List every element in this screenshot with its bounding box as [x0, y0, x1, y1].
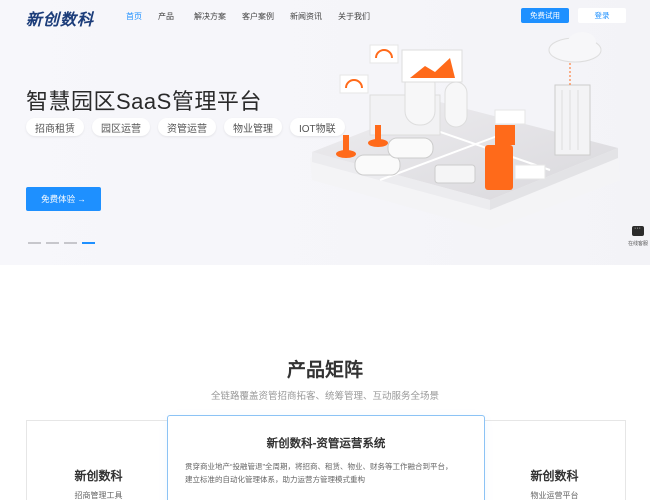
carousel-dot[interactable]: [64, 242, 77, 244]
nav-item-home[interactable]: 首页: [126, 11, 142, 21]
nav-item-news[interactable]: 新闻资讯: [290, 11, 322, 21]
nav-item-about[interactable]: 关于我们: [338, 11, 370, 21]
card-title: 新创数科: [74, 469, 123, 483]
free-experience-button[interactable]: 免费体验 →: [26, 187, 101, 211]
top-header: 新创数科 首页 产品 解决方案 客户案例 新闻资讯 关于我们 免费试用 登录: [0, 0, 650, 32]
carousel-indicators: [28, 242, 100, 244]
section-subtitle: 全链路覆盖资管招商拓客、统筹管理、互动服务全场景: [210, 391, 439, 402]
logo[interactable]: 新创数科: [26, 12, 95, 29]
isometric-park-icon: [310, 32, 620, 230]
card-title: 新创数科-资管运营系统: [266, 438, 386, 450]
nav-item-cases[interactable]: 客户案例: [242, 11, 274, 21]
free-trial-button[interactable]: 免费试用: [521, 8, 569, 23]
online-service-widget[interactable]: 在线客服: [626, 225, 650, 247]
card-subtitle: 物业运营平台: [530, 491, 579, 500]
hero-title: 智慧园区SaaS管理平台: [26, 89, 262, 114]
chat-bubble-icon: [632, 225, 644, 236]
tag-iot[interactable]: IOT物联: [290, 118, 345, 136]
main-nav: 首页 产品 解决方案 客户案例 新闻资讯 关于我们: [118, 0, 378, 32]
tag-park-ops[interactable]: 园区运营: [92, 118, 150, 136]
card-subtitle: 招商管理工具: [74, 491, 123, 500]
product-card-property[interactable]: 新创数科 物业运营平台: [483, 420, 626, 500]
carousel-dot[interactable]: [46, 242, 59, 244]
feature-tags: 招商租赁 园区运营 资管运营 物业管理 IOT物联: [26, 118, 353, 136]
smart-park-illustration: [300, 30, 625, 260]
nav-item-solutions[interactable]: 解决方案: [194, 11, 226, 21]
product-card-asset-ops[interactable]: 新创数科-资管运营系统 贯穿商业地产“投融管退”全周期，将招商、租赁、物业、财务…: [167, 415, 485, 500]
tag-property[interactable]: 物业管理: [224, 118, 282, 136]
product-card-leasing[interactable]: 新创数科 招商管理工具: [26, 420, 171, 500]
online-service-label: 在线客服: [627, 241, 648, 247]
card-title: 新创数科: [530, 469, 579, 483]
section-title: 产品矩阵: [286, 360, 363, 381]
card-description: 贯穿商业地产“投融管退”全周期，将招商、租赁、物业、财务等工作融合到平台，建立标…: [185, 462, 453, 484]
nav-item-products[interactable]: 产品: [158, 11, 174, 21]
carousel-dot[interactable]: [28, 242, 41, 244]
carousel-dot-active[interactable]: [82, 242, 95, 244]
login-button[interactable]: 登录: [578, 8, 626, 23]
tag-leasing[interactable]: 招商租赁: [26, 118, 84, 136]
tag-asset-ops[interactable]: 资管运营: [158, 118, 216, 136]
